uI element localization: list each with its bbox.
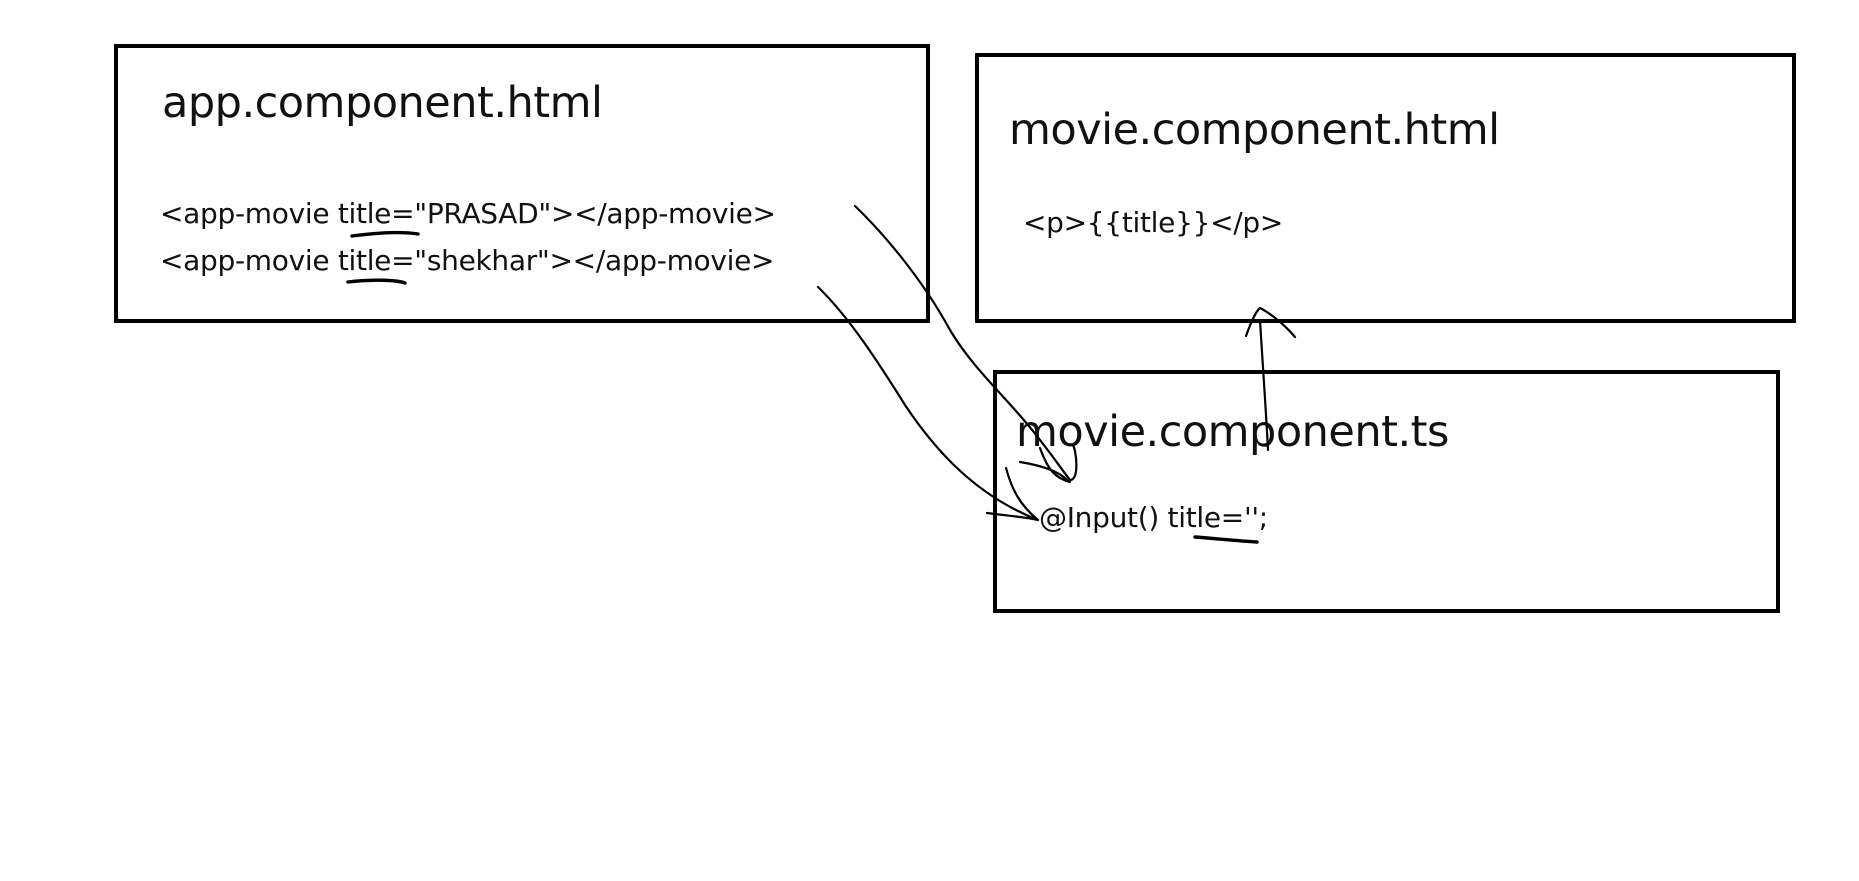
app-component-box: app.component.html <app-movie title="PRA… [114, 44, 930, 323]
app-movie-line-shekhar: <app-movie title="shekhar"></app-movie> [160, 244, 775, 277]
movie-component-ts-box: movie.component.ts @Input() title=''; [993, 370, 1780, 613]
movie-component-ts-heading: movie.component.ts [1016, 407, 1449, 457]
movie-component-html-heading: movie.component.html [1009, 105, 1500, 155]
app-component-heading: app.component.html [162, 78, 603, 128]
input-title-line: @Input() title=''; [1039, 501, 1268, 534]
movie-template-line: <p>{{title}}</p> [1023, 206, 1284, 239]
movie-component-html-box: movie.component.html <p>{{title}}</p> [975, 53, 1796, 323]
app-movie-line-prasad: <app-movie title="PRASAD"></app-movie> [160, 197, 776, 230]
